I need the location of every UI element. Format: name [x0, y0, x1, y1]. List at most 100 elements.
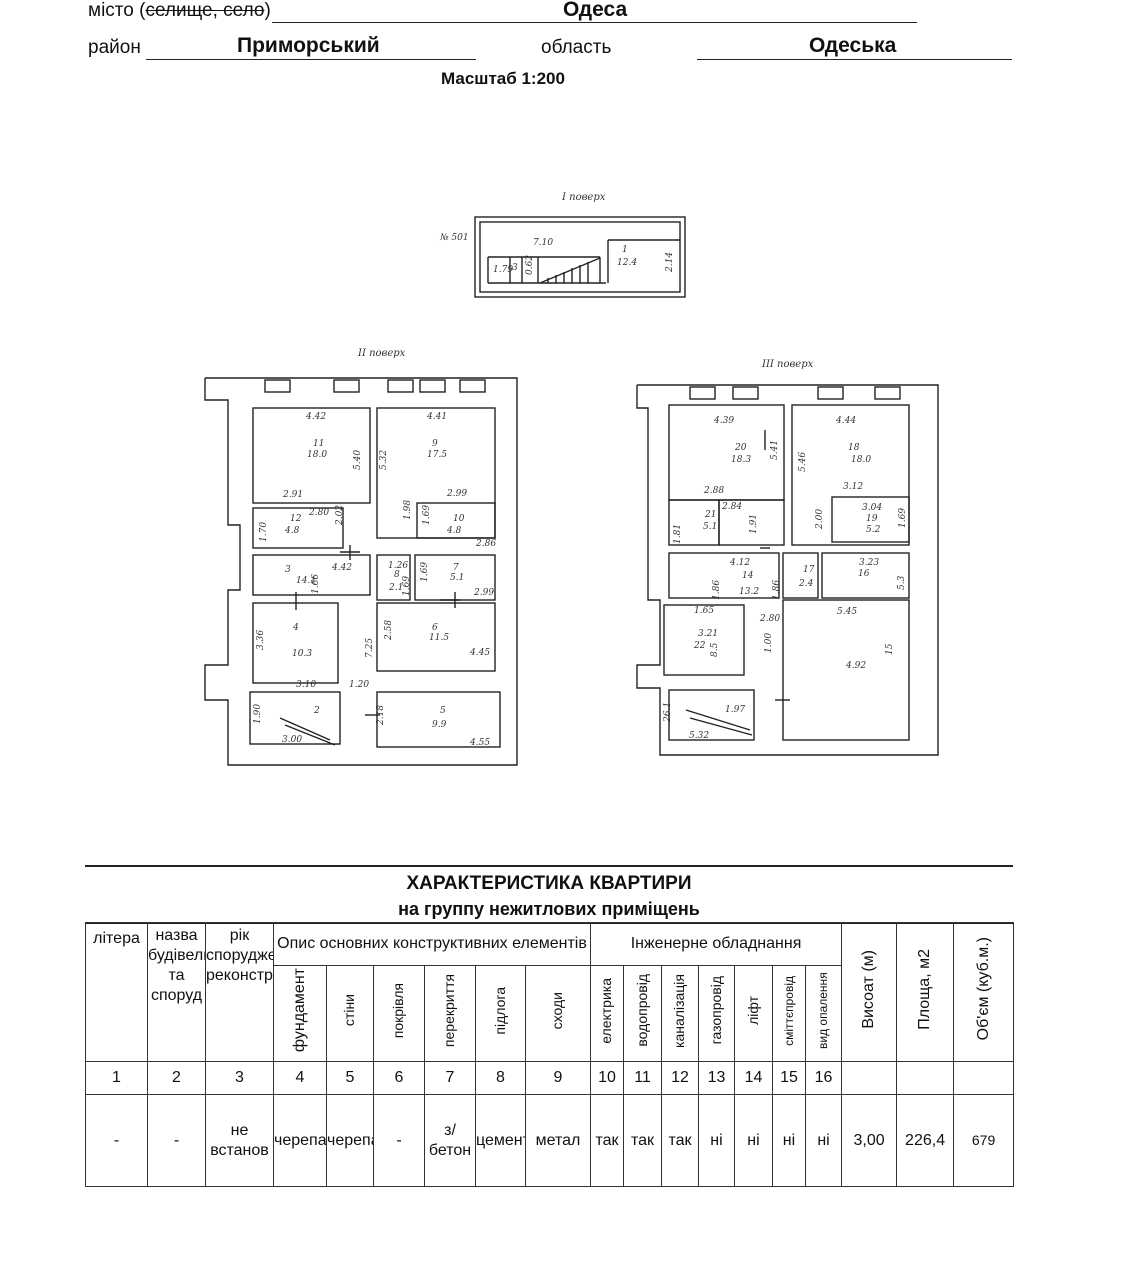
room-label: 12.4: [617, 258, 637, 268]
room-label: 2.80: [308, 508, 329, 518]
col-inzh-3-cell: каналізація: [661, 965, 699, 1062]
column-number-cell: 11: [623, 1061, 662, 1095]
col-litera: літера: [85, 922, 148, 1062]
col-kanalizatsiia: каналізація: [671, 973, 688, 1048]
room-label: 3.12: [843, 482, 863, 492]
col-opys-3-cell: покрівля: [373, 965, 425, 1062]
room-label: 3.23: [859, 558, 879, 568]
column-number-cell: 9: [525, 1061, 591, 1095]
district-label: район: [88, 37, 141, 58]
characteristics-block: ХАРАКТЕРИСТИКА КВАРТИРИ на группу нежитл…: [85, 865, 1015, 1191]
room-label: 4.42: [331, 563, 352, 573]
room-label: 3.36: [256, 630, 266, 650]
room-label: 5.41: [770, 440, 780, 460]
room-label: 4.92: [845, 661, 866, 671]
room-label: 1.65: [694, 606, 714, 616]
col-pidloha: підлога: [491, 986, 508, 1035]
room-label: 22: [693, 641, 706, 651]
room-label: 18: [848, 443, 860, 453]
col-vysota: Висоат (м): [860, 949, 878, 1029]
floor-2-outline: [204, 377, 518, 766]
room-label: 4.8: [284, 526, 300, 536]
room-label: 9.9: [432, 720, 447, 730]
col-fundament: фундамент: [291, 968, 308, 1053]
room-label: 14.1: [296, 576, 316, 586]
room-label: 4.8: [446, 526, 462, 536]
block-top-border: [85, 865, 1013, 867]
room-label: 2.58: [384, 620, 394, 641]
room-label: 5.32: [379, 450, 389, 470]
room-label: 1.97: [725, 705, 745, 715]
col-perekryttia: перекриття: [441, 973, 458, 1048]
room-label: 1.98: [403, 500, 413, 520]
data-cell: черепаш.: [326, 1094, 374, 1187]
col-vyd-opalennia: вид опалення: [816, 972, 831, 1049]
col-stiny: стіни: [341, 994, 358, 1027]
city-value: Одеса: [563, 0, 628, 21]
col-opys-6-cell: сходи: [525, 965, 591, 1062]
column-number-cell: 8: [475, 1061, 526, 1095]
column-number-cell: 16: [804, 1061, 843, 1095]
city-label-struck: селище, село: [145, 0, 265, 21]
room-label: 26.1: [663, 702, 673, 723]
room-label: 3: [285, 565, 291, 575]
data-cell: метал: [525, 1094, 591, 1187]
col-inzh-4-cell: газопровід: [698, 965, 735, 1062]
col-ploshcha-cell: Площа, м2: [896, 922, 955, 1062]
data-cell: ні: [804, 1094, 843, 1187]
room-label: 1.00: [764, 633, 774, 653]
room-label: 4.44: [835, 416, 856, 426]
data-cell: 3,00: [841, 1094, 898, 1187]
room-label: 17: [803, 565, 815, 575]
column-number-cell: 5: [326, 1061, 374, 1095]
col-ploshcha: Площа, м2: [916, 948, 934, 1030]
room-label: 2.99: [473, 588, 494, 598]
col-opys-4-cell: перекриття: [424, 965, 476, 1062]
room-label: 0.62: [525, 255, 535, 275]
col-pokrivlia: покрівля: [390, 982, 407, 1039]
room-label: 1.86: [772, 580, 782, 600]
room-label: 2.14: [665, 252, 675, 273]
room-label: 5.1: [703, 522, 717, 532]
room-label: 2.00: [815, 509, 825, 530]
room-label: 11.5: [429, 633, 449, 643]
room-label: 21: [704, 510, 716, 520]
col-opys-5-cell: підлога: [475, 965, 526, 1062]
col-nazva: назва будівель та споруд: [147, 922, 206, 1062]
room-label: 1.86: [712, 580, 722, 600]
col-obiem: Об'єм (куб.м.): [974, 937, 992, 1041]
scale-label: Масштаб 1:200: [441, 69, 565, 88]
room-label: 1.69: [420, 562, 430, 582]
room-label: № 501: [439, 233, 469, 243]
col-elektryka: електрика: [598, 977, 615, 1044]
data-cell: не встанов: [205, 1094, 274, 1187]
room-label: 7.10: [533, 238, 553, 248]
room-label: 2: [313, 706, 320, 716]
data-cell: з/бетон: [424, 1094, 476, 1187]
room-label: 5.46: [798, 452, 808, 472]
col-rik: рік спорудження/реконструкції: [205, 922, 274, 1062]
room-label: 7.25: [365, 638, 375, 658]
city-underline: [272, 22, 917, 23]
room-label: 3: [512, 263, 518, 273]
data-cell: ні: [772, 1094, 806, 1187]
room-label: 4.12: [729, 558, 750, 568]
col-obiem-cell: Об'єм (куб.м.): [953, 922, 1015, 1062]
room-label: 2.1: [388, 583, 403, 593]
region-label: область: [541, 37, 612, 58]
city-label-prefix: місто (: [88, 0, 146, 21]
room-label: 5.40: [353, 450, 363, 470]
room-label: 1.26: [388, 561, 408, 571]
district-underline: [146, 59, 476, 60]
room-label: 5.45: [837, 607, 857, 617]
column-number-cell: [896, 1061, 955, 1095]
room-label: 5: [440, 706, 446, 716]
room-label: 2.88: [703, 486, 724, 496]
room-label: 8: [394, 570, 400, 580]
room-label: 7: [453, 563, 459, 573]
room-label: 2.80: [759, 614, 780, 624]
col-inzh-2-cell: водопровід: [623, 965, 662, 1062]
floor-1-outline: [474, 216, 686, 298]
room-label: 11: [313, 439, 324, 449]
